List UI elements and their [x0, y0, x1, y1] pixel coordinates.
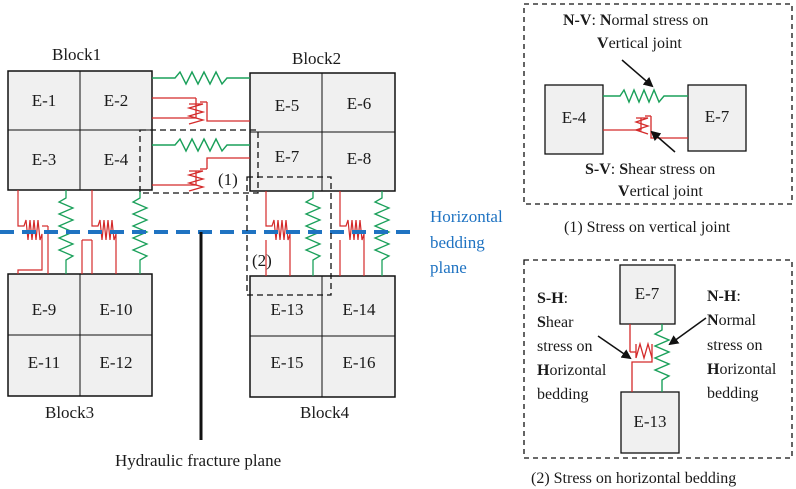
inset2-shear-spring	[629, 324, 653, 392]
sv-label-line1: S-V: Shear stress on	[585, 161, 715, 178]
inset1-shear-spring	[603, 115, 688, 139]
inset1-left-box: E-4	[562, 108, 587, 127]
bedding-label-line1: Horizontal	[430, 207, 503, 226]
normal-spring-top	[152, 70, 250, 86]
element-e14: E-14	[342, 300, 376, 319]
bedding-springs-right	[265, 191, 391, 276]
inset2-bottom-box: E-13	[633, 412, 666, 431]
nh-label-line2: Normal	[707, 312, 756, 329]
element-e11: E-11	[28, 353, 60, 372]
element-e8: E-8	[347, 149, 372, 168]
element-e3: E-3	[32, 150, 57, 169]
element-e13: E-13	[270, 300, 303, 319]
bedding-springs-left	[17, 190, 149, 274]
nh-label-line3: stress on	[707, 337, 763, 354]
sv-label-line2: Vertical joint	[618, 183, 703, 200]
inset2-normal-spring	[653, 324, 671, 392]
marker-label-1: (1)	[218, 170, 238, 189]
block1: E-1 E-2 E-3 E-4	[7, 70, 153, 191]
bedding-label-line3: plane	[430, 258, 467, 277]
inset1-caption: (1) Stress on vertical joint	[564, 219, 731, 236]
nh-label-line4: Horizontal	[707, 361, 777, 378]
element-e15: E-15	[270, 353, 303, 372]
marker-box-1	[139, 129, 259, 194]
nh-label-line5: bedding	[707, 385, 759, 402]
normal-spring-bottom	[152, 137, 250, 153]
element-e16: E-16	[342, 353, 375, 372]
nv-arrow	[621, 59, 654, 88]
element-e10: E-10	[99, 300, 132, 319]
vertical-joint-springs	[152, 70, 250, 192]
shear-spring-bottom	[152, 157, 250, 192]
element-e4: E-4	[104, 150, 129, 169]
inset-horizontal-bedding: E-7 E-13 S-H: Shear stress on Horizontal…	[523, 259, 793, 459]
element-e1: E-1	[32, 91, 57, 110]
sh-label-line2: Shear	[537, 314, 574, 331]
block4: E-13 E-14 E-15 E-16	[249, 275, 396, 398]
block2: E-5 E-6 E-7 E-8	[249, 72, 396, 192]
sh-label-line4: Horizontal	[537, 362, 607, 379]
block1-label: Block1	[52, 45, 101, 64]
marker-label-2: (2)	[252, 251, 272, 270]
nv-label-line1: N-V: Normal stress on	[563, 12, 708, 29]
sh-label-line5: bedding	[537, 386, 589, 403]
sh-label-line1: S-H:	[537, 290, 568, 307]
element-e2: E-2	[104, 91, 129, 110]
sh-label-line3: stress on	[537, 338, 593, 355]
sh-arrow	[597, 335, 632, 360]
element-e12: E-12	[99, 353, 132, 372]
element-e5: E-5	[275, 96, 300, 115]
block3: E-9 E-10 E-11 E-12	[7, 273, 153, 397]
nv-label-line2: Vertical joint	[597, 35, 682, 52]
inset1-normal-spring	[603, 88, 688, 104]
bedding-label-line2: bedding	[430, 233, 485, 252]
sv-arrow	[650, 130, 676, 153]
shear-spring-top	[152, 97, 250, 125]
element-e7: E-7	[275, 147, 300, 166]
block2-label: Block2	[292, 49, 341, 68]
marker-box-2	[246, 176, 332, 296]
inset1-right-box: E-7	[705, 107, 730, 126]
element-e9: E-9	[32, 300, 57, 319]
inset2-top-box: E-7	[635, 284, 660, 303]
nh-arrow	[668, 317, 707, 346]
hydraulic-fracture-label: Hydraulic fracture plane	[115, 451, 281, 470]
inset-vertical-joint: N-V: Normal stress on Vertical joint E-4…	[523, 3, 793, 205]
nh-label-line1: N-H:	[707, 288, 741, 305]
element-e6: E-6	[347, 94, 372, 113]
inset2-caption: (2) Stress on horizontal bedding	[531, 470, 736, 487]
block4-label: Block4	[300, 403, 350, 422]
block3-label: Block3	[45, 403, 94, 422]
